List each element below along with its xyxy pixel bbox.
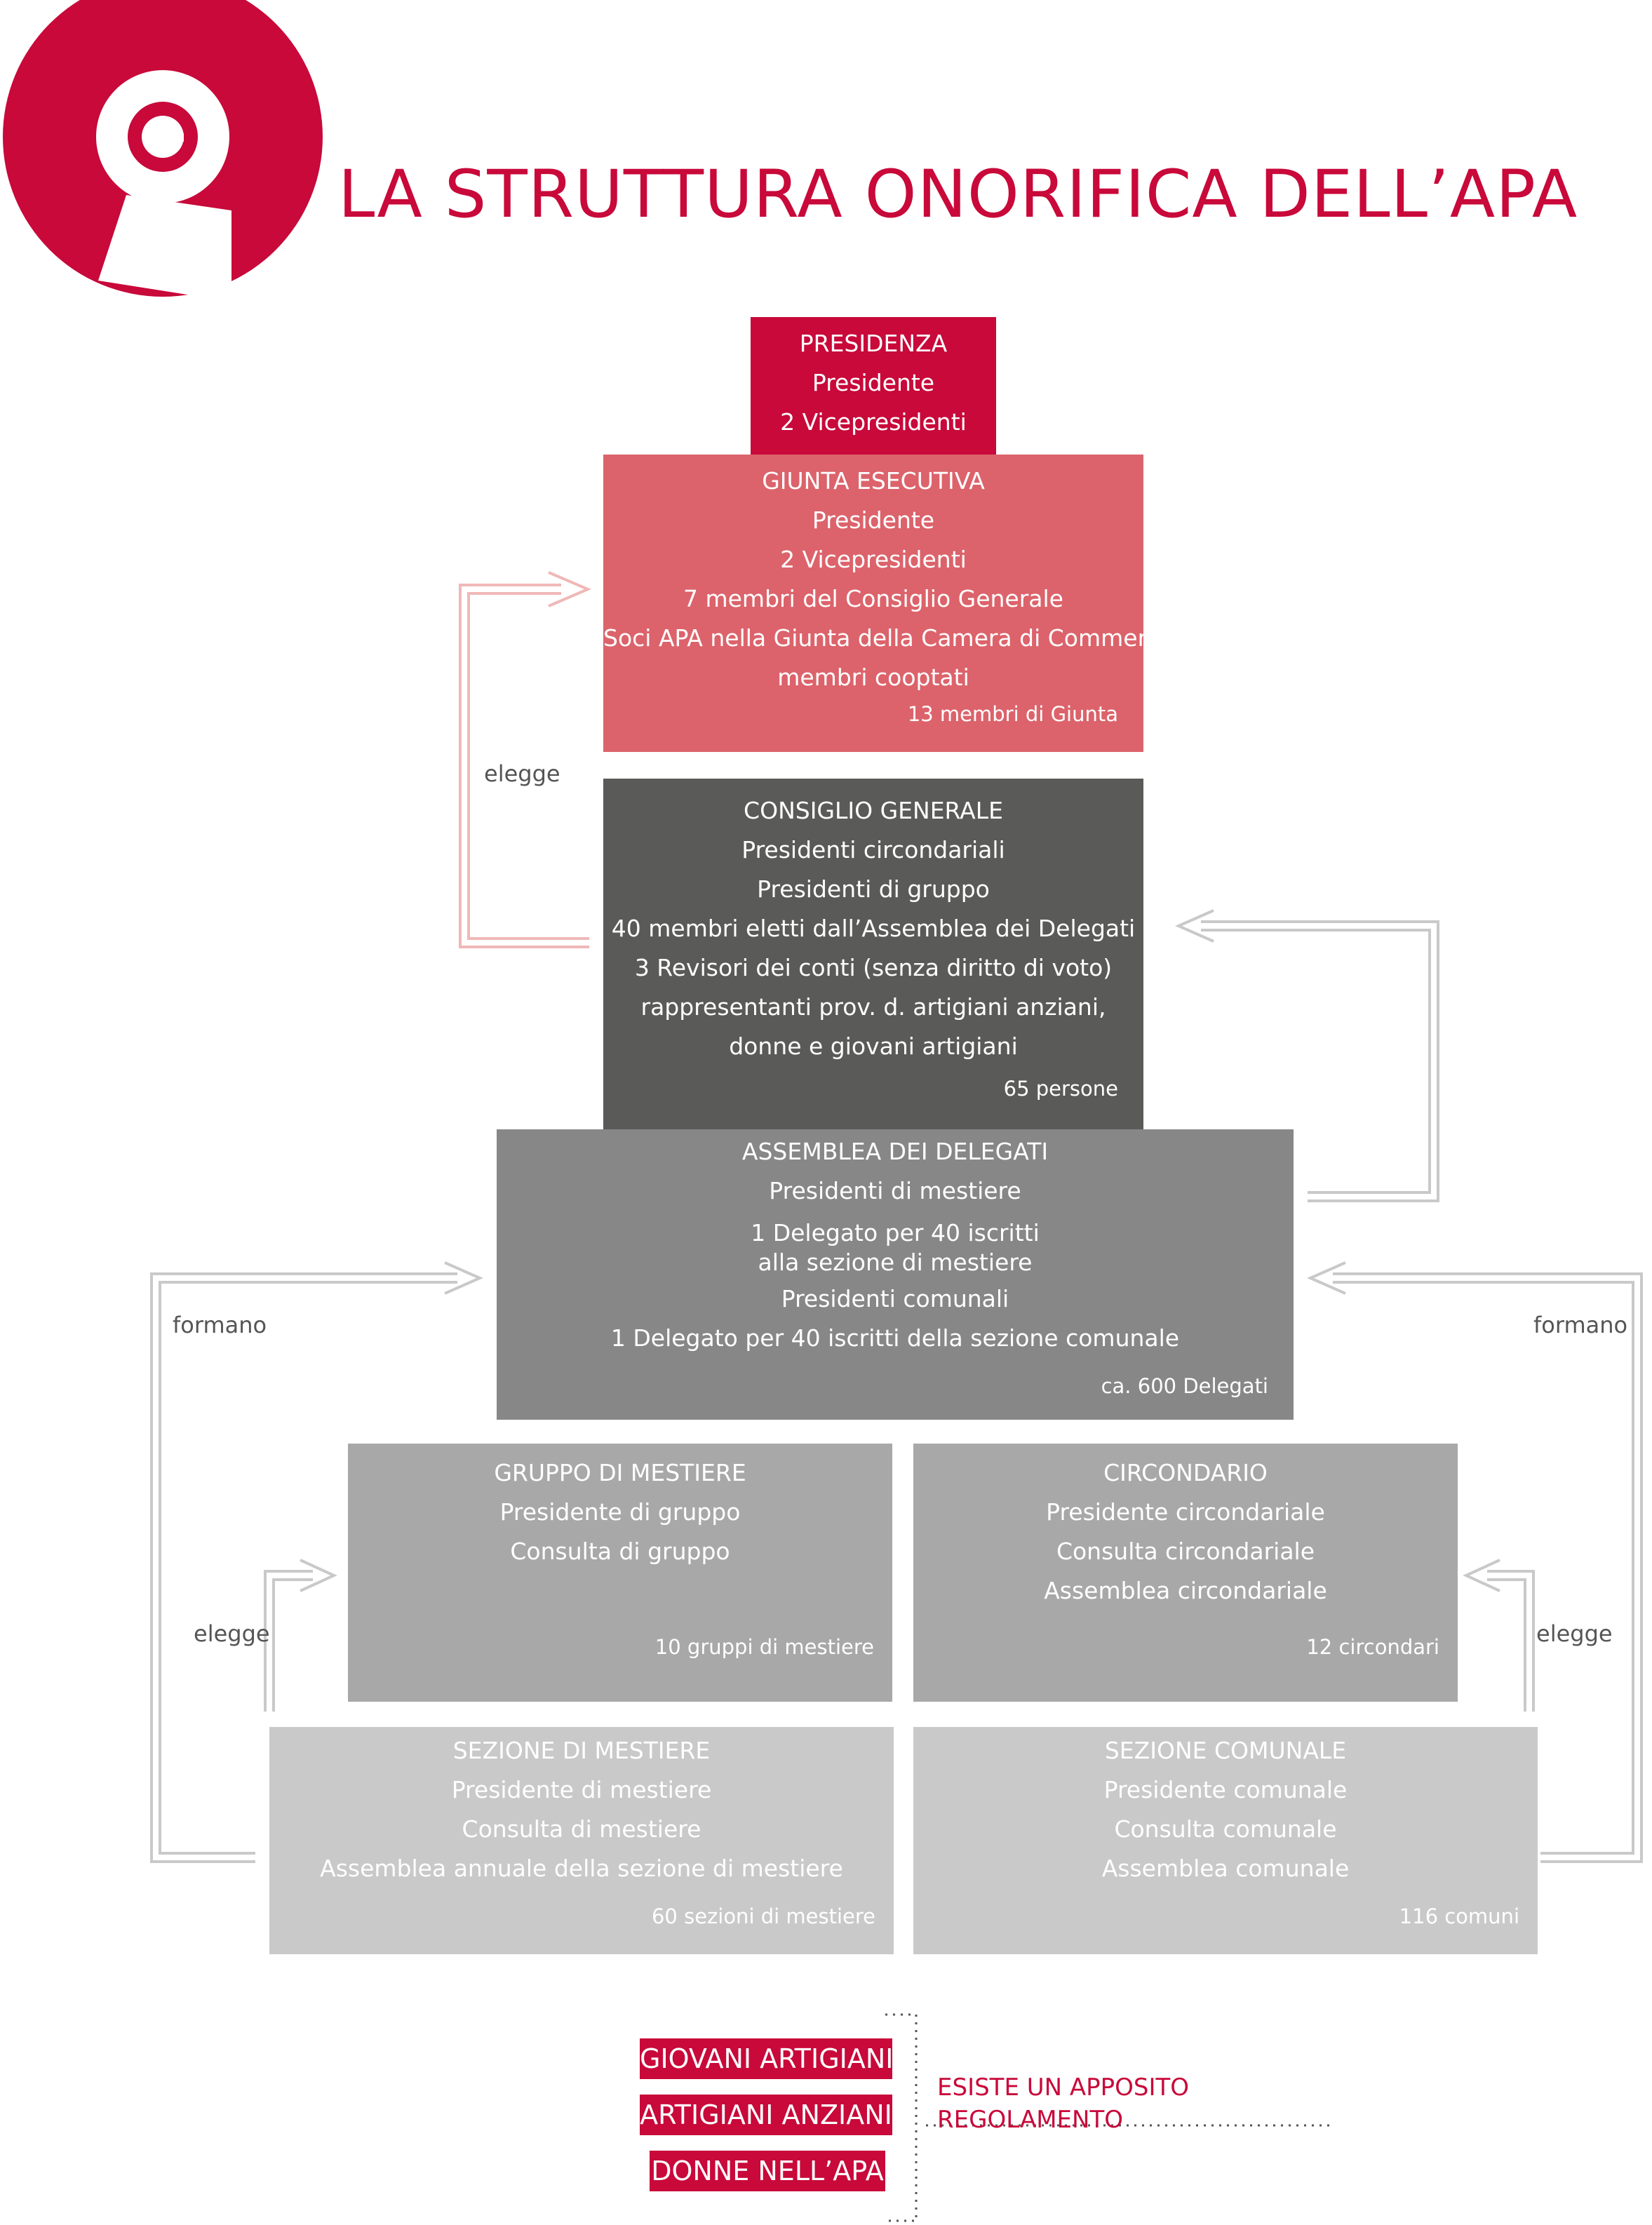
presidenza-line: 2 Vicepresidenti — [780, 408, 967, 436]
tag-donne-apa: DONNE NELL’APA — [650, 2151, 885, 2191]
giunta-line: Soci APA nella Giunta della Camera di Co… — [603, 624, 1180, 652]
arrow-elegge-top — [459, 571, 592, 948]
gruppo-title: GRUPPO DI MESTIERE — [494, 1459, 746, 1486]
sezione-mestiere-title: SEZIONE DI MESTIERE — [452, 1737, 711, 1764]
giunta-line: Presidente — [812, 506, 935, 534]
label-elegge-top: elegge — [484, 760, 560, 787]
circondario-title: CIRCONDARIO — [1103, 1459, 1268, 1486]
arrow-elegge-right — [1463, 1559, 1535, 1712]
circondario-line: Presidente circondariale — [1046, 1498, 1325, 1526]
consiglio-line: Presidenti circondariali — [741, 836, 1005, 863]
consiglio-count: 65 persone — [1003, 1077, 1118, 1101]
box-giunta-esecutiva: GIUNTA ESECUTIVA Presidente 2 Vicepresid… — [603, 455, 1180, 752]
note-regolamento-line1: ESISTE UN APPOSITO — [937, 2073, 1190, 2102]
giunta-line: 7 membri del Consiglio Generale — [683, 585, 1063, 612]
box-sezione-comunale: SEZIONE COMUNALE Presidente comunale Con… — [913, 1727, 1538, 1954]
assemblea-title: ASSEMBLEA DEI DELEGATI — [741, 1138, 1049, 1165]
consiglio-line: 3 Revisori dei conti (senza diritto di v… — [634, 954, 1113, 981]
label-elegge-left: elegge — [194, 1620, 270, 1647]
arrow-formano-right — [1307, 1261, 1643, 1863]
consiglio-line: rappresentanti prov. d. artigiani anzian… — [640, 993, 1106, 1021]
assemblea-line: 1 Delegato per 40 iscritti — [751, 1219, 1040, 1246]
consiglio-line: donne e giovani artigiani — [729, 1033, 1018, 1060]
arrow-assemblea-to-consiglio — [1175, 909, 1439, 1202]
assemblea-count: ca. 600 Delegati — [1101, 1374, 1268, 1398]
sezione-comunale-line: Consulta comunale — [1114, 1815, 1337, 1843]
giunta-title: GIUNTA ESECUTIVA — [762, 467, 985, 495]
sezione-mestiere-line: Presidente di mestiere — [451, 1776, 712, 1803]
logo — [3, 0, 323, 302]
label-elegge-right: elegge — [1536, 1620, 1613, 1647]
arrow-formano-left — [150, 1261, 483, 1863]
giunta-line: 2 Vicepresidenti — [780, 546, 967, 573]
sezione-comunale-title: SEZIONE COMUNALE — [1104, 1737, 1347, 1764]
sezione-mestiere-count: 60 sezioni di mestiere — [651, 1904, 875, 1928]
gruppo-line: Consulta di gruppo — [510, 1538, 730, 1565]
tag-artigiani-anziani: ARTIGIANI ANZIANI — [640, 2095, 892, 2135]
gruppo-count: 10 gruppi di mestiere — [654, 1635, 874, 1659]
presidenza-line: Presidente — [812, 369, 935, 396]
assemblea-line: Presidenti di mestiere — [769, 1177, 1021, 1204]
consiglio-title: CONSIGLIO GENERALE — [744, 797, 1003, 824]
box-assemblea-delegati: ASSEMBLEA DEI DELEGATI Presidenti di mes… — [497, 1129, 1294, 1420]
giunta-count: 13 membri di Giunta — [907, 702, 1118, 726]
search-magnifier-icon — [3, 0, 323, 302]
giunta-line: membri cooptati — [777, 664, 969, 691]
presidenza-title: PRESIDENZA — [799, 330, 948, 357]
page-title: LA STRUTTURA ONORIFICA DELL’APA — [338, 156, 1578, 233]
tag-giovani-artigiani: GIOVANI ARTIGIANI — [640, 2038, 894, 2079]
circondario-count: 12 circondari — [1306, 1635, 1439, 1659]
box-gruppo-mestiere: GRUPPO DI MESTIERE Presidente di gruppo … — [348, 1444, 892, 1702]
assemblea-line: 1 Delegato per 40 iscritti della sezione… — [610, 1324, 1180, 1352]
sezione-comunale-line: Presidente comunale — [1103, 1776, 1348, 1803]
box-sezione-mestiere: SEZIONE DI MESTIERE Presidente di mestie… — [269, 1727, 894, 1954]
label-formano-left: formano — [173, 1312, 267, 1338]
note-regolamento-line2: REGOLAMENTO — [937, 2106, 1123, 2134]
circondario-line: Consulta circondariale — [1056, 1538, 1315, 1565]
sezione-mestiere-line: Assemblea annuale della sezione di mesti… — [320, 1855, 843, 1882]
sezione-comunale-count: 116 comuni — [1399, 1904, 1519, 1928]
label-formano-right: formano — [1533, 1312, 1628, 1338]
assemblea-line: alla sezione di mestiere — [758, 1249, 1033, 1276]
assemblea-line: Presidenti comunali — [781, 1285, 1009, 1312]
sezione-comunale-line: Assemblea comunale — [1101, 1855, 1350, 1882]
regolamento-bracket — [885, 2013, 1333, 2222]
sezione-mestiere-line: Consulta di mestiere — [462, 1815, 701, 1843]
box-presidenza: PRESIDENZA Presidente 2 Vicepresidenti — [751, 317, 996, 455]
gruppo-line: Presidente di gruppo — [499, 1498, 741, 1526]
box-consiglio-generale: CONSIGLIO GENERALE Presidenti circondari… — [603, 779, 1143, 1129]
circondario-line: Assemblea circondariale — [1044, 1577, 1327, 1604]
box-circondario: CIRCONDARIO Presidente circondariale Con… — [913, 1444, 1458, 1702]
consiglio-line: Presidenti di gruppo — [757, 875, 990, 903]
consiglio-line: 40 membri eletti dall’Assemblea dei Dele… — [611, 915, 1136, 942]
arrow-elegge-left — [264, 1559, 337, 1712]
